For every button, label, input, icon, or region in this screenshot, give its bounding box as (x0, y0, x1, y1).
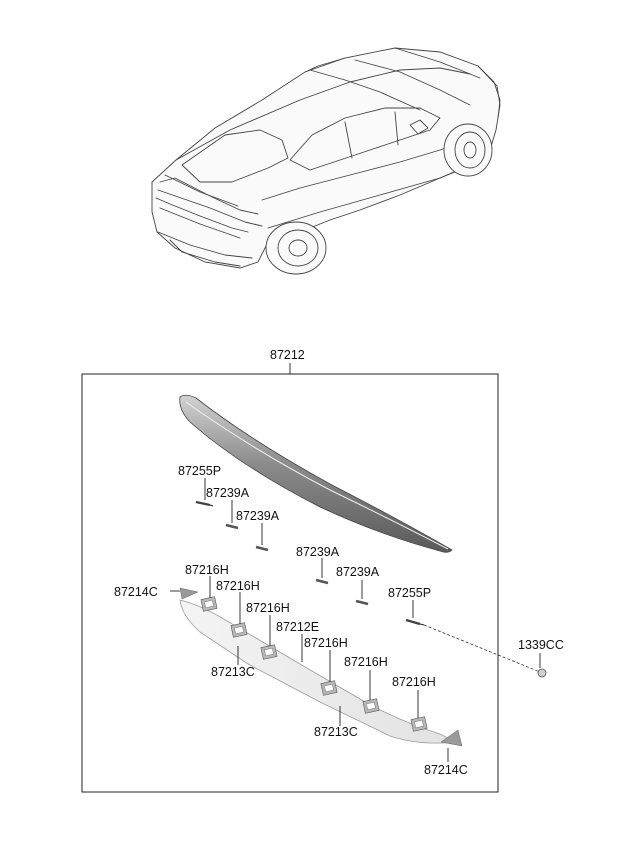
tape-end-right-marker (440, 729, 463, 747)
nut-leader-dashed (423, 624, 541, 673)
tape-end-left-marker (179, 587, 199, 600)
label-clip-3: 87239A (296, 545, 340, 559)
clip-3 (315, 578, 329, 585)
screw-right (405, 618, 425, 626)
nut (537, 668, 547, 678)
spoiler-icon (179, 394, 453, 553)
label-clip-1: 87239A (206, 486, 250, 500)
pad-3 (260, 644, 278, 660)
label-tape-end-left: 87214C (114, 585, 158, 599)
pad-1 (200, 596, 218, 612)
label-screw-top: 87255P (178, 464, 221, 478)
label-clip-2: 87239A (236, 509, 280, 523)
label-pad-5: 87216H (344, 655, 388, 669)
screw-top (195, 500, 214, 507)
label-assembly: 87212 (270, 348, 305, 362)
leader-lines (170, 478, 541, 762)
label-pad-2: 87216H (216, 579, 260, 593)
pad-4 (320, 680, 338, 696)
clip-4 (355, 599, 369, 606)
label-tape-end-right: 87214C (424, 763, 468, 777)
label-nut: 1339CC (518, 638, 564, 652)
label-tape-strip: 87212E (276, 620, 319, 634)
label-tape-right: 87213C (314, 725, 358, 739)
label-clip-4: 87239A (336, 565, 380, 579)
label-screw-right: 87255P (388, 586, 431, 600)
label-pad-3: 87216H (246, 601, 290, 615)
assembly-frame (81, 373, 499, 793)
pad-6 (410, 716, 428, 732)
clip-1 (225, 523, 239, 530)
pad-5 (362, 698, 380, 714)
label-pad-4: 87216H (304, 636, 348, 650)
label-pad-1: 87216H (185, 563, 229, 577)
car-rear-view-icon (151, 47, 501, 275)
pad-2 (230, 622, 248, 638)
label-pad-6: 87216H (392, 675, 436, 689)
clip-2 (255, 545, 269, 552)
label-tape-left: 87213C (211, 665, 255, 679)
